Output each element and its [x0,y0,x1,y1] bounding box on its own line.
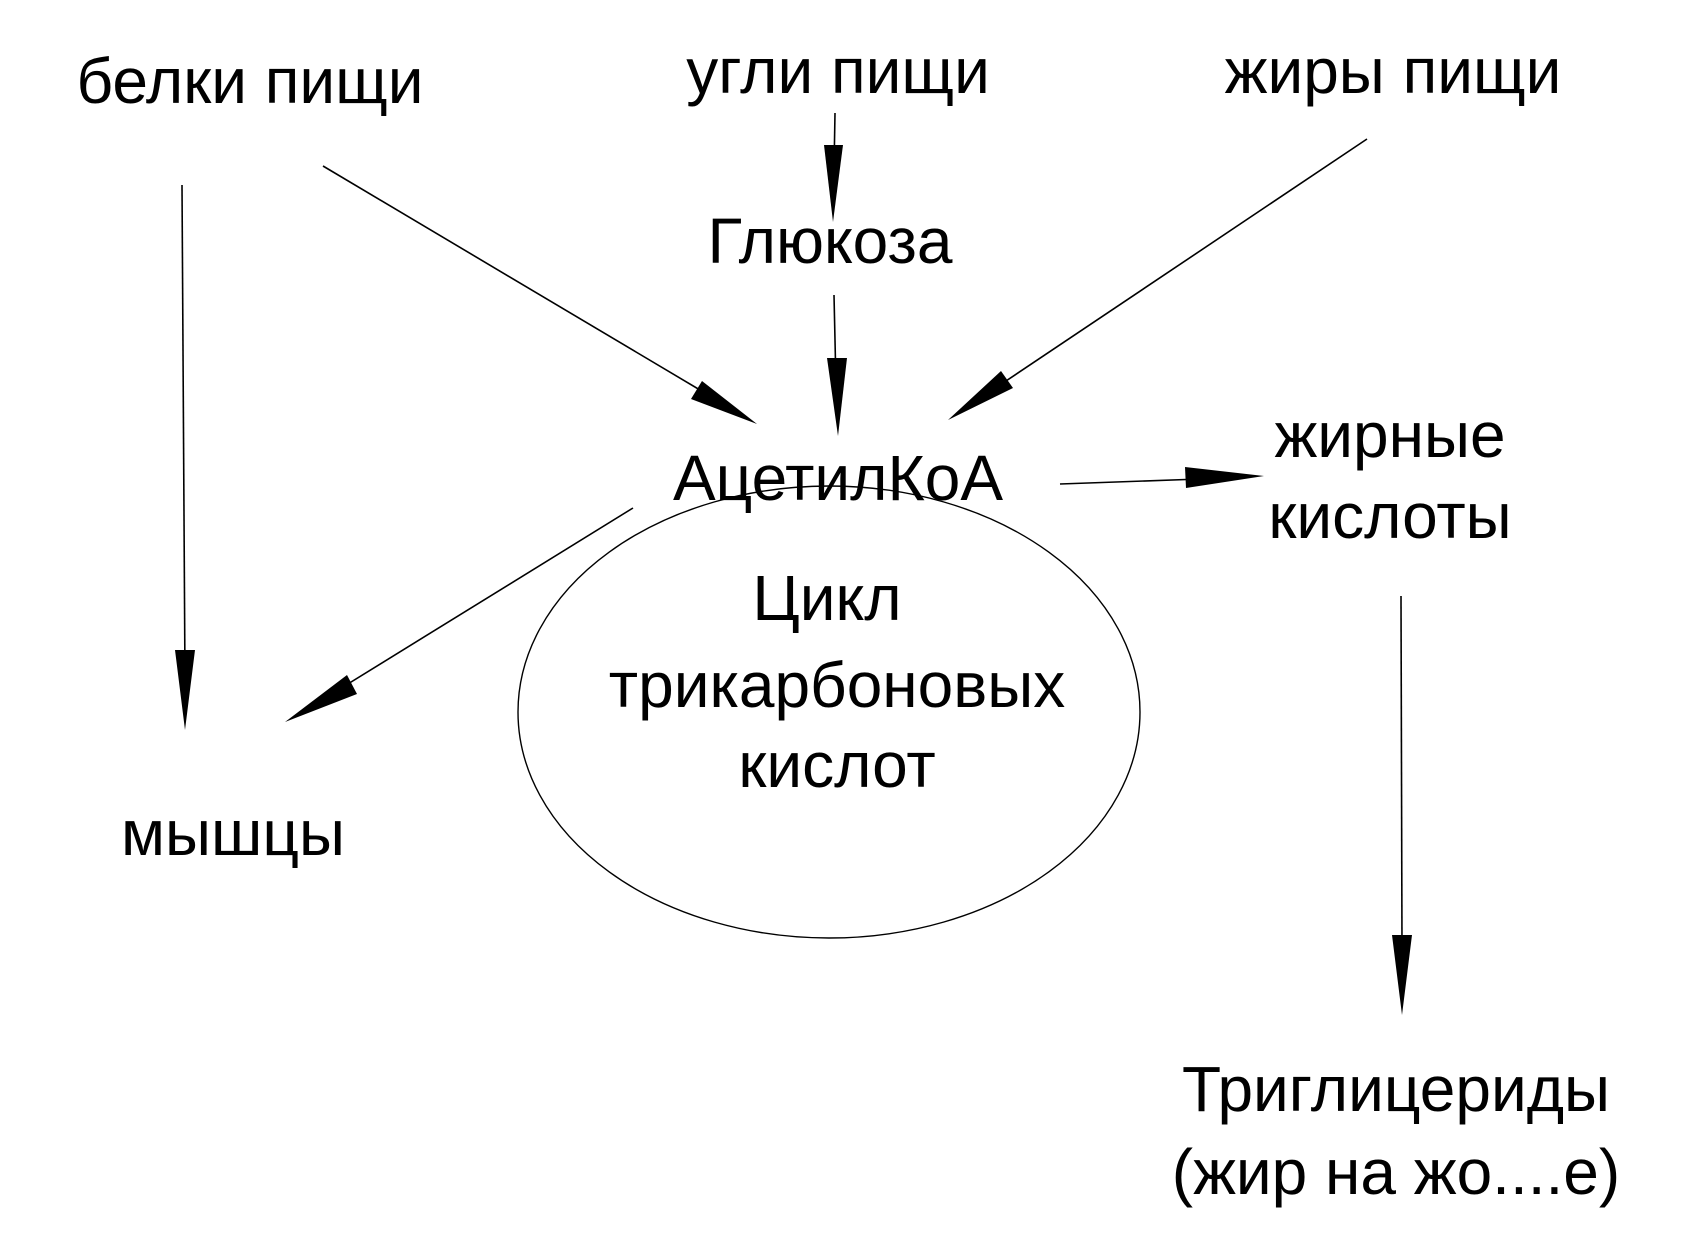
edge-fats-to-acetylcoa [948,138,1368,420]
edge-proteins-to-acetylcoa [322,165,757,424]
edge-proteins-to-muscles [175,184,195,730]
node-muscles: мышцы [121,797,345,869]
node-proteins: белки пищи [76,45,423,117]
node-fattyacids-line2: кислоты [1268,480,1511,552]
node-tca-line1: Цикл [752,562,901,634]
node-acetylcoa: АцетилКоА [673,442,1003,514]
node-carbs: угли пищи [686,35,990,107]
node-tca-line2: трикарбоновых [609,649,1065,721]
node-triglycerides-line2: (жир на жо....е) [1172,1136,1620,1208]
node-tca-line3: кислот [738,729,935,801]
edge-fattyacids-to-triglycerides [1392,595,1412,1015]
node-fats: жиры пищи [1225,35,1562,107]
edge-acetylcoa-to-muscles [285,507,634,722]
tca-cycle-ellipse [517,485,1141,939]
edge-glucose-to-acetylcoa [827,294,847,436]
node-triglycerides-line1: Триглицериды [1182,1053,1610,1125]
node-glucose: Глюкоза [708,205,953,277]
edge-acetylcoa-to-fattyacids [1059,467,1264,488]
edge-carbs-to-glucose [824,112,843,222]
node-fattyacids-line1: жирные [1274,399,1505,471]
